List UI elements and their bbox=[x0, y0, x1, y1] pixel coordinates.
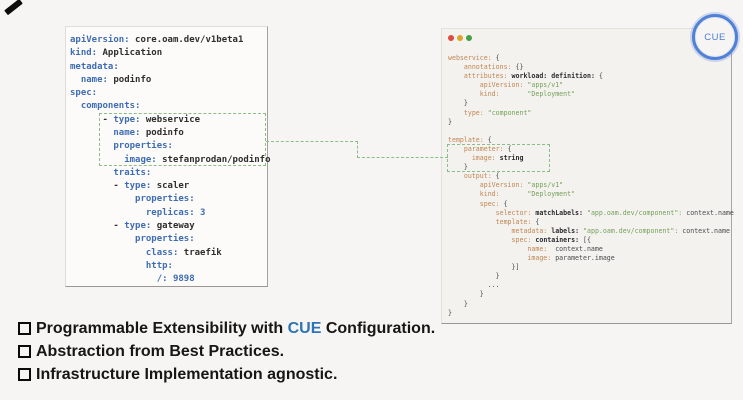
connector-line-horizontal-2 bbox=[357, 157, 448, 158]
cue-code: webservice: { annotations: {} attributes… bbox=[448, 54, 734, 318]
maximize-icon[interactable] bbox=[466, 35, 472, 41]
code-line: image: string bbox=[471, 154, 524, 163]
code-line: metadata: labels: "app.oam.dev/component… bbox=[511, 226, 730, 235]
bullet-square-icon bbox=[18, 345, 31, 358]
code-line: } bbox=[448, 117, 452, 126]
webservice-component-highlight-box bbox=[99, 113, 266, 166]
code-line: } bbox=[448, 290, 484, 299]
yaml-code: apiVersion: core.oam.dev/v1beta1 kind: Ap… bbox=[70, 34, 271, 286]
code-line: - type: webservice bbox=[70, 114, 201, 125]
code-line: attributes: workload: definition: { bbox=[463, 72, 603, 81]
bullet-item: Infrastructure Implementation agnostic. bbox=[18, 363, 435, 386]
minimize-icon[interactable] bbox=[457, 35, 463, 41]
connector-line-horizontal-1 bbox=[266, 141, 358, 142]
cue-logo-label: CUE bbox=[704, 31, 726, 43]
code-line: ... bbox=[448, 281, 500, 290]
code-line: kind: "Deployment" bbox=[479, 90, 576, 99]
code-line: http: bbox=[145, 260, 173, 271]
code-line: template: { bbox=[448, 135, 492, 144]
code-line: image: stefanprodan/podinfo bbox=[124, 154, 271, 165]
code-line: name: context.name bbox=[527, 244, 603, 253]
code-line: } bbox=[448, 99, 468, 108]
close-icon[interactable] bbox=[448, 35, 454, 41]
code-line: traits: bbox=[113, 167, 152, 178]
code-line: /: 9898 bbox=[156, 274, 195, 285]
code-line: template: { bbox=[495, 217, 540, 226]
code-line: } bbox=[448, 272, 500, 281]
code-line: properties: bbox=[113, 141, 173, 152]
cue-code-panel: webservice: { annotations: {} attributes… bbox=[441, 28, 734, 324]
code-line: apiVersion: "apps/v1" bbox=[479, 81, 564, 90]
code-line: selector: matchLabels: "app.oam.dev/comp… bbox=[495, 208, 734, 217]
code-line: } bbox=[448, 299, 468, 308]
code-line: }] bbox=[448, 263, 520, 272]
code-line: - type: scaler bbox=[70, 181, 190, 192]
code-line: apiVersion: core.oam.dev/v1beta1 bbox=[70, 35, 244, 45]
code-line: properties: bbox=[135, 194, 195, 205]
code-line bbox=[448, 127, 734, 136]
code-line: } bbox=[448, 308, 452, 317]
bullet-item: Abstraction from Best Practices. bbox=[18, 340, 435, 363]
parameter-highlight-box bbox=[447, 144, 550, 172]
code-line: components: bbox=[80, 101, 141, 112]
code-line: name: podinfo bbox=[80, 74, 152, 85]
code-line: apiVersion: "apps/v1" bbox=[479, 181, 564, 190]
bullet-item: Programmable Extensibility with CUE Conf… bbox=[18, 317, 435, 340]
code-line: - type: gateway bbox=[70, 220, 195, 231]
code-line: kind: Application bbox=[70, 48, 163, 59]
bullet-highlight-cue: CUE bbox=[287, 320, 322, 337]
code-line: annotations: {} bbox=[463, 63, 524, 72]
yaml-code-panel: apiVersion: core.oam.dev/v1beta1 kind: Ap… bbox=[65, 26, 271, 287]
code-line: name: podinfo bbox=[113, 127, 184, 138]
bullet-list: Programmable Extensibility with CUE Conf… bbox=[18, 317, 435, 386]
cue-logo-badge: CUE bbox=[692, 14, 738, 60]
code-line: } bbox=[448, 163, 468, 172]
bullet-text: Programmable Extensibility with CUE Conf… bbox=[36, 320, 436, 337]
code-line: spec: { bbox=[479, 199, 508, 208]
code-line: kind: "Deployment" bbox=[479, 190, 576, 199]
window-controls bbox=[448, 35, 472, 41]
code-line: image: parameter.image bbox=[527, 254, 615, 263]
code-line: replicas: 3 bbox=[145, 207, 206, 218]
code-line: type: "component" bbox=[463, 108, 532, 117]
code-line: webservice: { bbox=[448, 54, 500, 62]
corner-mark bbox=[4, 0, 23, 16]
bullet-square-icon bbox=[18, 322, 31, 335]
bullet-text: Abstraction from Best Practices. bbox=[36, 343, 285, 360]
code-line: metadata: bbox=[70, 61, 119, 72]
code-line: output: { bbox=[463, 172, 500, 181]
bullet-square-icon bbox=[18, 368, 31, 381]
code-line: properties: bbox=[135, 234, 195, 245]
code-line: parameter: { bbox=[463, 144, 512, 153]
code-line: class: traefik bbox=[145, 247, 222, 258]
code-line: spec: bbox=[70, 88, 98, 99]
bullet-text: Infrastructure Implementation agnostic. bbox=[36, 366, 338, 383]
connector-line-vertical bbox=[357, 141, 358, 158]
code-line: spec: containers: [{ bbox=[511, 235, 591, 244]
